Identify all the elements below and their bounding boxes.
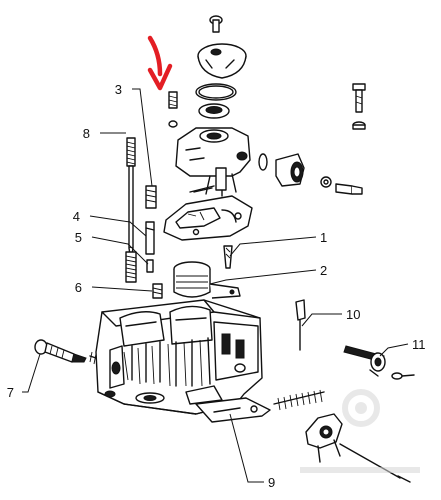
top-right-screw — [352, 83, 366, 113]
callout-10: 10 — [346, 307, 360, 322]
side-washer — [320, 176, 332, 188]
gasket — [163, 195, 253, 241]
upper-housing-needle — [189, 185, 215, 193]
idle-adjust-screw-7 — [34, 339, 87, 363]
small-jet-5 — [146, 259, 154, 273]
o-ring-seal — [195, 83, 237, 101]
needle-1 — [223, 245, 233, 269]
diaphragm-plate — [198, 103, 230, 119]
carburetor-body — [95, 299, 263, 415]
throttle-lever-11 — [343, 345, 386, 377]
callout-8: 8 — [83, 126, 90, 141]
top-right-washer — [352, 121, 366, 130]
bottom-plate-9 — [195, 397, 271, 423]
long-needle-valve-8 — [126, 137, 136, 263]
callout-7: 7 — [7, 385, 14, 400]
jet-tube-3 — [145, 185, 157, 209]
float-2 — [173, 261, 241, 299]
callout-1: 1 — [320, 230, 327, 245]
choke-shaft-10 — [295, 299, 306, 351]
callout-2: 2 — [320, 263, 327, 278]
callout-labels: 3 8 4 5 6 1 2 10 11 7 9 — [7, 82, 426, 490]
idle-jet-screw-arrowed — [168, 91, 178, 128]
side-o-ring — [258, 153, 268, 171]
spring-5 — [125, 251, 137, 283]
lever-screw — [391, 372, 415, 380]
callout-4: 4 — [73, 209, 80, 224]
watermark — [300, 389, 420, 473]
pump-cover — [305, 413, 343, 463]
callout-5: 5 — [75, 230, 82, 245]
side-bolt — [335, 183, 363, 195]
banjo-fitting — [275, 153, 305, 187]
callout-3: 3 — [115, 82, 122, 97]
red-arrow-icon — [147, 35, 173, 91]
pump-rod — [339, 443, 411, 483]
return-spring — [273, 389, 325, 411]
emulsion-tube-4 — [145, 221, 155, 255]
callout-9: 9 — [268, 475, 275, 490]
upper-housing — [175, 127, 251, 197]
main-jet-6 — [152, 283, 163, 299]
diaphragm-cover — [197, 43, 247, 79]
callout-11: 11 — [412, 337, 426, 352]
leader-lines — [22, 88, 409, 483]
top-cover-screw — [209, 15, 223, 33]
callout-6: 6 — [75, 280, 82, 295]
